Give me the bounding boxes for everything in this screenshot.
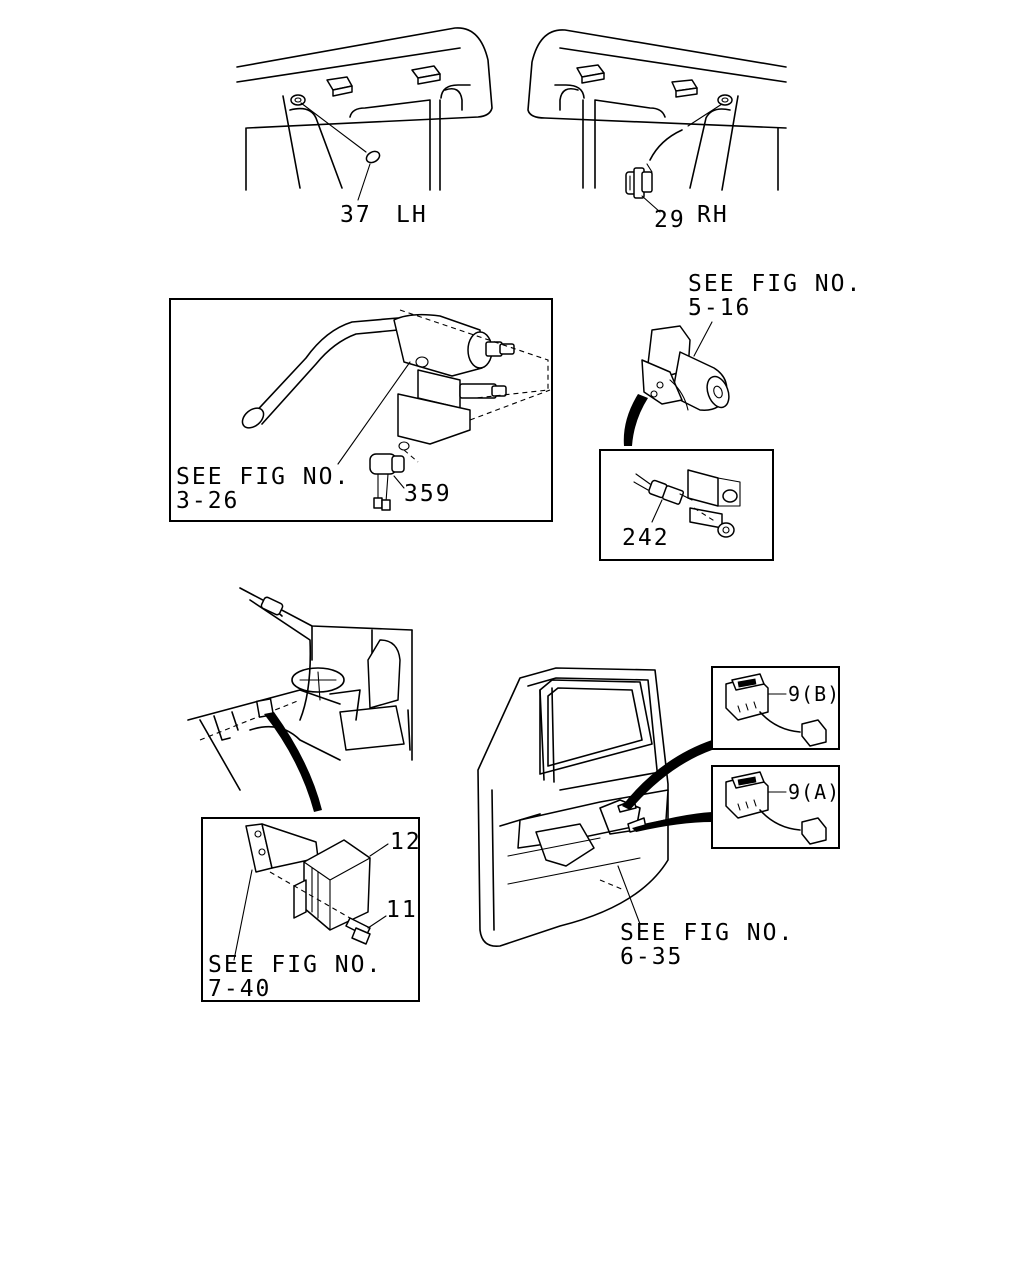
door-switch-29 <box>625 163 653 199</box>
switch-9b-inset: 9(B) <box>711 666 840 750</box>
callout-rh: RH <box>697 202 729 228</box>
lh-roof-view: 37 LH <box>236 27 493 228</box>
rh-roof-view: 29 RH <box>527 29 787 233</box>
ref-fig-3-26-line2: 3-26 <box>176 488 239 514</box>
ref-fig-5-16-line2: 5-16 <box>688 295 751 321</box>
callout-11: 11 <box>386 897 418 923</box>
door-view: SEE FIG NO. 6-35 <box>477 667 794 970</box>
switch-242 <box>633 473 693 505</box>
callout-29: 29 <box>654 207 686 233</box>
ref-fig-3-26-line1: SEE FIG NO. <box>176 464 350 490</box>
ref-fig-6-35-line1: SEE FIG NO. <box>620 920 794 946</box>
control-module-12 <box>245 823 371 931</box>
shift-lever-box: 359 SEE FIG NO. 3-26 <box>169 298 553 522</box>
callout-37: 37 <box>340 202 372 228</box>
cab-interior-view: 12 11 SEE FIG NO. 7-40 <box>187 587 422 1002</box>
ref-fig-7-40-line1: SEE FIG NO. <box>208 952 382 978</box>
callout-9a: 9(A) <box>788 780 840 804</box>
bolt-11 <box>345 917 371 945</box>
callout-242: 242 <box>622 525 670 551</box>
ref-fig-6-35-line2: 6-35 <box>620 944 683 970</box>
motor-assembly: SEE FIG NO. 5-16 242 <box>599 271 862 561</box>
callout-lh: LH <box>396 202 428 228</box>
ref-fig-5-16-line1: SEE FIG NO. <box>688 271 862 297</box>
ref-fig-7-40-line2: 7-40 <box>208 976 271 1002</box>
callout-359: 359 <box>404 481 452 507</box>
switch-9a-inset: 9(A) <box>711 765 840 849</box>
callout-9b: 9(B) <box>788 682 840 706</box>
neutral-switch-359 <box>369 453 405 511</box>
callout-12: 12 <box>390 829 422 855</box>
